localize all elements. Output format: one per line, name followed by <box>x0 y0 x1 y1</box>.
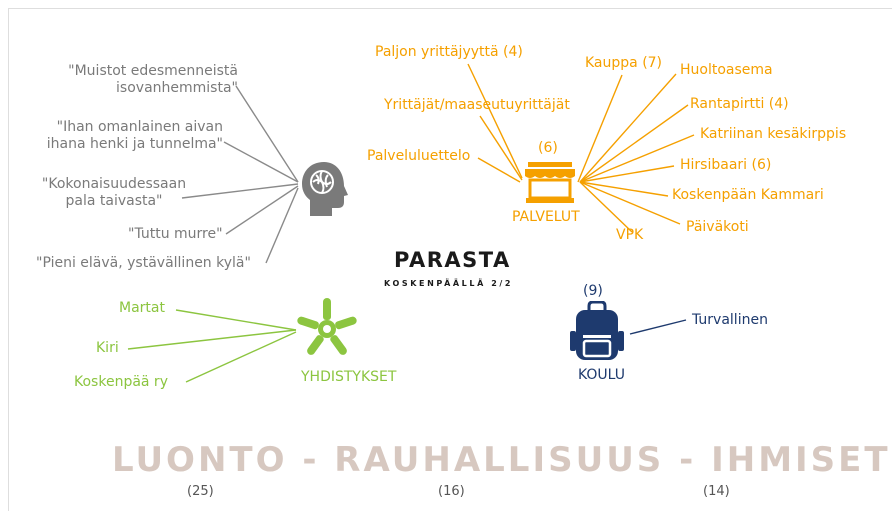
quote-3: "Kokonaisuudessaan pala taivasta" <box>36 176 192 210</box>
palvelut-item-kauppa: Kauppa (7) <box>585 55 663 71</box>
connector-line <box>181 183 299 199</box>
palvelut-item-paivakoti: Päiväkoti <box>686 219 749 235</box>
connector-line <box>127 329 297 350</box>
palvelut-item-koskenpaan-kammari: Koskenpään Kammari <box>672 187 824 203</box>
connector-line <box>223 141 299 183</box>
quote-2: "Ihan omanlainen aivan ihana henki ja tu… <box>47 119 223 153</box>
quote-4: "Tuttu murre" <box>128 226 223 242</box>
quote-2-line1: "Ihan omanlainen aivan <box>56 119 223 135</box>
palvelut-item-hirsibaari: Hirsibaari (6) <box>680 157 772 173</box>
quote-3-line1: "Kokonaisuudessaan <box>41 176 187 192</box>
palvelut-label: PALVELUT <box>512 209 580 225</box>
page-subtitle: KOSKENPÄÄLLÄ 2/2 <box>384 279 514 288</box>
connector-line <box>579 73 677 183</box>
yhdistys-item-koskenpaa-ry: Koskenpää ry <box>74 374 168 390</box>
frame-border <box>8 8 892 511</box>
quote-3-line2: pala taivasta" <box>65 193 163 209</box>
count-rauhallisuus: (16) <box>438 484 465 499</box>
koulu-item-turvallinen: Turvallinen <box>692 312 768 328</box>
yhdistys-item-martat: Martat <box>119 300 165 316</box>
palvelut-item-palveluluettelo: Palveluluettelo <box>367 148 471 164</box>
koulu-count: (9) <box>583 283 603 299</box>
connector-line <box>265 187 299 264</box>
connector-line <box>175 309 297 331</box>
hands-together-icon <box>297 298 357 355</box>
palvelut-item-yrittajat: Yrittäjät/maaseutuyrittäjät <box>384 97 570 113</box>
count-ihmiset: (14) <box>703 484 730 499</box>
connector-line <box>579 181 681 225</box>
connector-line <box>225 185 299 235</box>
connector-line <box>579 181 633 233</box>
connector-line <box>235 85 299 183</box>
page-title: PARASTA <box>394 248 511 272</box>
brain-head-icon <box>302 162 348 216</box>
bottom-keywords: LUONTO - RAUHALLISUUS - IHMISET <box>112 440 891 480</box>
connector-line <box>467 63 523 179</box>
palvelut-item-vpk: VPK <box>616 227 644 243</box>
connector-line <box>577 74 623 183</box>
backpack-icon <box>570 301 624 360</box>
connector-line <box>479 115 523 181</box>
palvelut-item-huoltoasema: Huoltoasema <box>680 62 773 78</box>
connector-line <box>579 104 689 183</box>
connector-line <box>477 157 521 183</box>
yhdistykset-label: YHDISTYKSET <box>301 369 397 385</box>
connector-line <box>579 165 675 183</box>
palvelut-item-paljon-yrittajyytta: Paljon yrittäjyyttä (4) <box>375 44 523 60</box>
connector-line <box>629 319 687 335</box>
quote-1-line1: "Muistot edesmenneistä <box>68 63 238 79</box>
shop-icon <box>525 162 575 203</box>
connector-line <box>185 331 297 383</box>
connector-line <box>579 134 695 183</box>
quote-2-line2: ihana henki ja tunnelma" <box>46 136 223 152</box>
yhdistys-item-kiri: Kiri <box>96 340 119 356</box>
count-luonto: (25) <box>187 484 214 499</box>
koulu-label: KOULU <box>578 367 626 383</box>
palvelut-item-rantapirtti: Rantapirtti (4) <box>690 96 789 112</box>
quote-1-line2: isovanhemmista" <box>116 80 238 96</box>
quote-5: "Pieni elävä, ystävällinen kylä" <box>36 255 251 271</box>
quote-1: "Muistot edesmenneistä isovanhemmista" <box>68 63 238 97</box>
connector-line <box>579 181 669 197</box>
palvelut-count: (6) <box>538 140 558 156</box>
palvelut-item-katriinan-kesakirppis: Katriinan kesäkirppis <box>700 126 847 142</box>
